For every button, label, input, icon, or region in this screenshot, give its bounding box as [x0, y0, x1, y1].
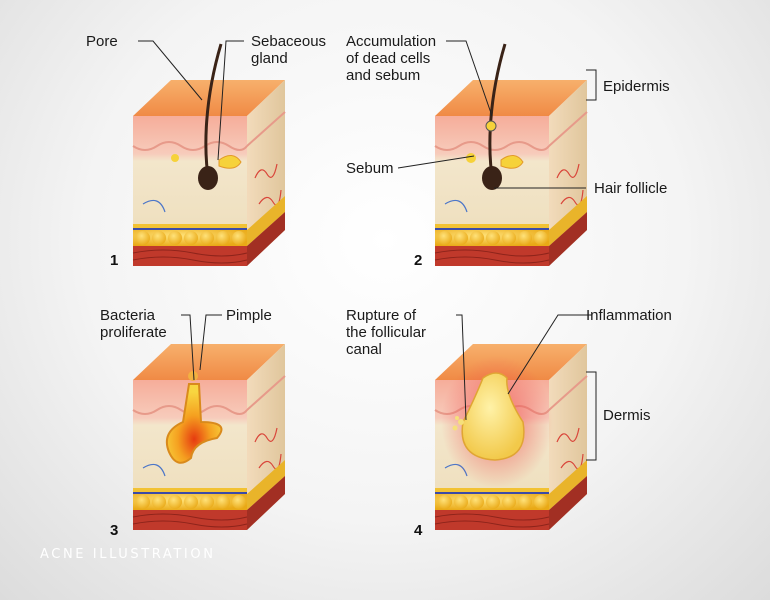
caption: ACNE ILLUSTRATION — [40, 547, 216, 562]
plug-dot — [485, 120, 497, 132]
pimple-follicle — [165, 383, 223, 464]
hair-bulb — [198, 166, 218, 190]
label-accumulation: Accumulation of dead cells and sebum — [346, 33, 440, 84]
sebaceous-gland-shape — [218, 155, 242, 169]
skin-block-1 — [132, 43, 286, 267]
skin-block-3 — [132, 343, 286, 531]
label-epidermis: Epidermis — [603, 78, 670, 95]
skin-block-2 — [434, 43, 588, 267]
label-bacteria-proliferate: Bacteria proliferate — [100, 307, 167, 341]
label-dermis: Dermis — [603, 407, 651, 424]
panel-number-2: 2 — [414, 252, 422, 269]
label-pimple: Pimple — [226, 307, 272, 324]
skin-block-4 — [434, 343, 588, 531]
label-sebaceous-gland: Sebaceous gland — [251, 33, 330, 67]
label-sebum: Sebum — [346, 160, 394, 177]
panel-number-4: 4 — [414, 522, 423, 539]
label-pore: Pore — [86, 33, 118, 50]
label-inflammation: Inflammation — [586, 307, 672, 324]
label-rupture: Rupture of the follicular canal — [346, 307, 430, 358]
panel-number-1: 1 — [110, 252, 118, 269]
panel-number-3: 3 — [110, 522, 118, 539]
hair-bulb — [482, 166, 502, 190]
leader-lines — [138, 40, 597, 461]
label-hair-follicle: Hair follicle — [594, 180, 667, 197]
ruptured-sac — [461, 372, 525, 461]
